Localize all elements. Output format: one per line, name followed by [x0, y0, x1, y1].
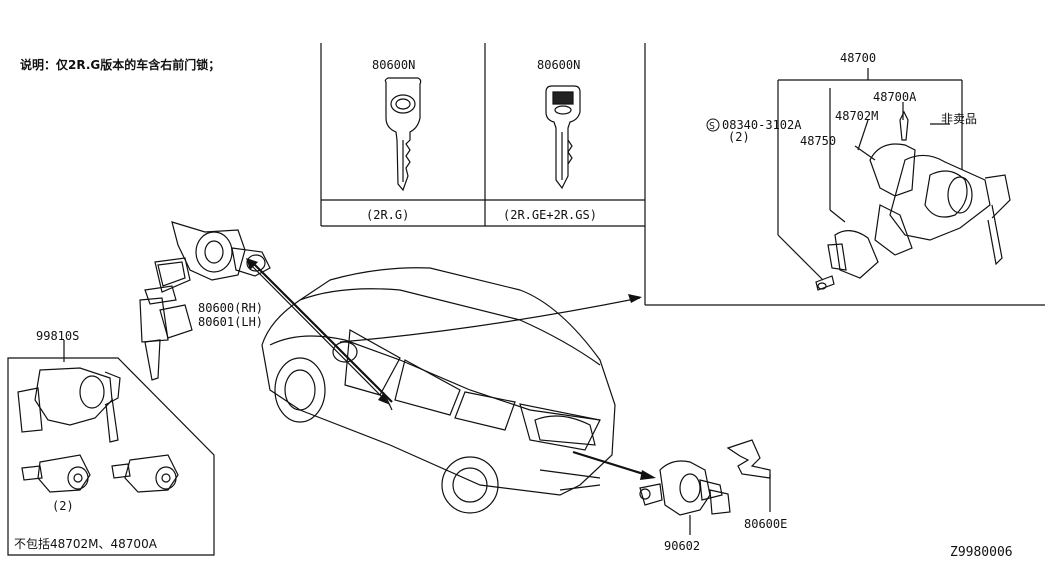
- diagram-id-label: Z9980006: [950, 545, 1013, 560]
- key-icon-right: [545, 85, 581, 190]
- arrow-heads: [246, 258, 656, 480]
- key-table: [320, 43, 646, 305]
- screw-symbol-text: S: [709, 121, 715, 132]
- kit-box-frame: [7, 340, 215, 556]
- ignition-box-frame: [645, 68, 1045, 306]
- ignition-assembly-label: 48700: [840, 51, 876, 65]
- screw-qty-label: (2): [728, 130, 750, 144]
- note-text: 说明：仅2R.G版本的车含右前门锁；: [20, 58, 221, 72]
- key-icon-left: [384, 77, 422, 192]
- kit-part-label: 99810S: [36, 329, 79, 343]
- back-door-lock-icon: [639, 439, 771, 535]
- door-lock-icon: [139, 221, 271, 381]
- door-lock-rh-label: 80600(RH): [198, 301, 263, 315]
- car-icon: [261, 267, 616, 514]
- screw-symbol: S: [706, 118, 720, 132]
- key-left-part-label: 80600N: [372, 58, 415, 72]
- ignition-sub-750-label: 48750: [800, 134, 836, 148]
- ignition-cylinder-icon: [815, 110, 1011, 291]
- back-lock-key-label: 80600E: [744, 517, 787, 531]
- kit-icon: [17, 367, 179, 493]
- arrows: [247, 259, 651, 478]
- kit-qty-label: (2): [52, 499, 74, 513]
- kit-exclude-text: 不包括48702M、48700A: [14, 537, 157, 551]
- ignition-sub-m-label: 48702M: [835, 109, 878, 123]
- screw-part-label: 08340-3102A: [722, 118, 802, 132]
- not-for-sale-label: 非卖品: [941, 112, 977, 126]
- key-right-part-label: 80600N: [537, 58, 580, 72]
- key-left-variant-label: (2R.G): [366, 208, 409, 222]
- back-lock-part-label: 90602: [664, 539, 700, 553]
- ignition-sub-a-label: 48700A: [873, 90, 917, 104]
- key-right-variant-label: (2R.GE+2R.GS): [503, 208, 597, 222]
- door-lock-lh-label: 80601(LH): [198, 315, 263, 329]
